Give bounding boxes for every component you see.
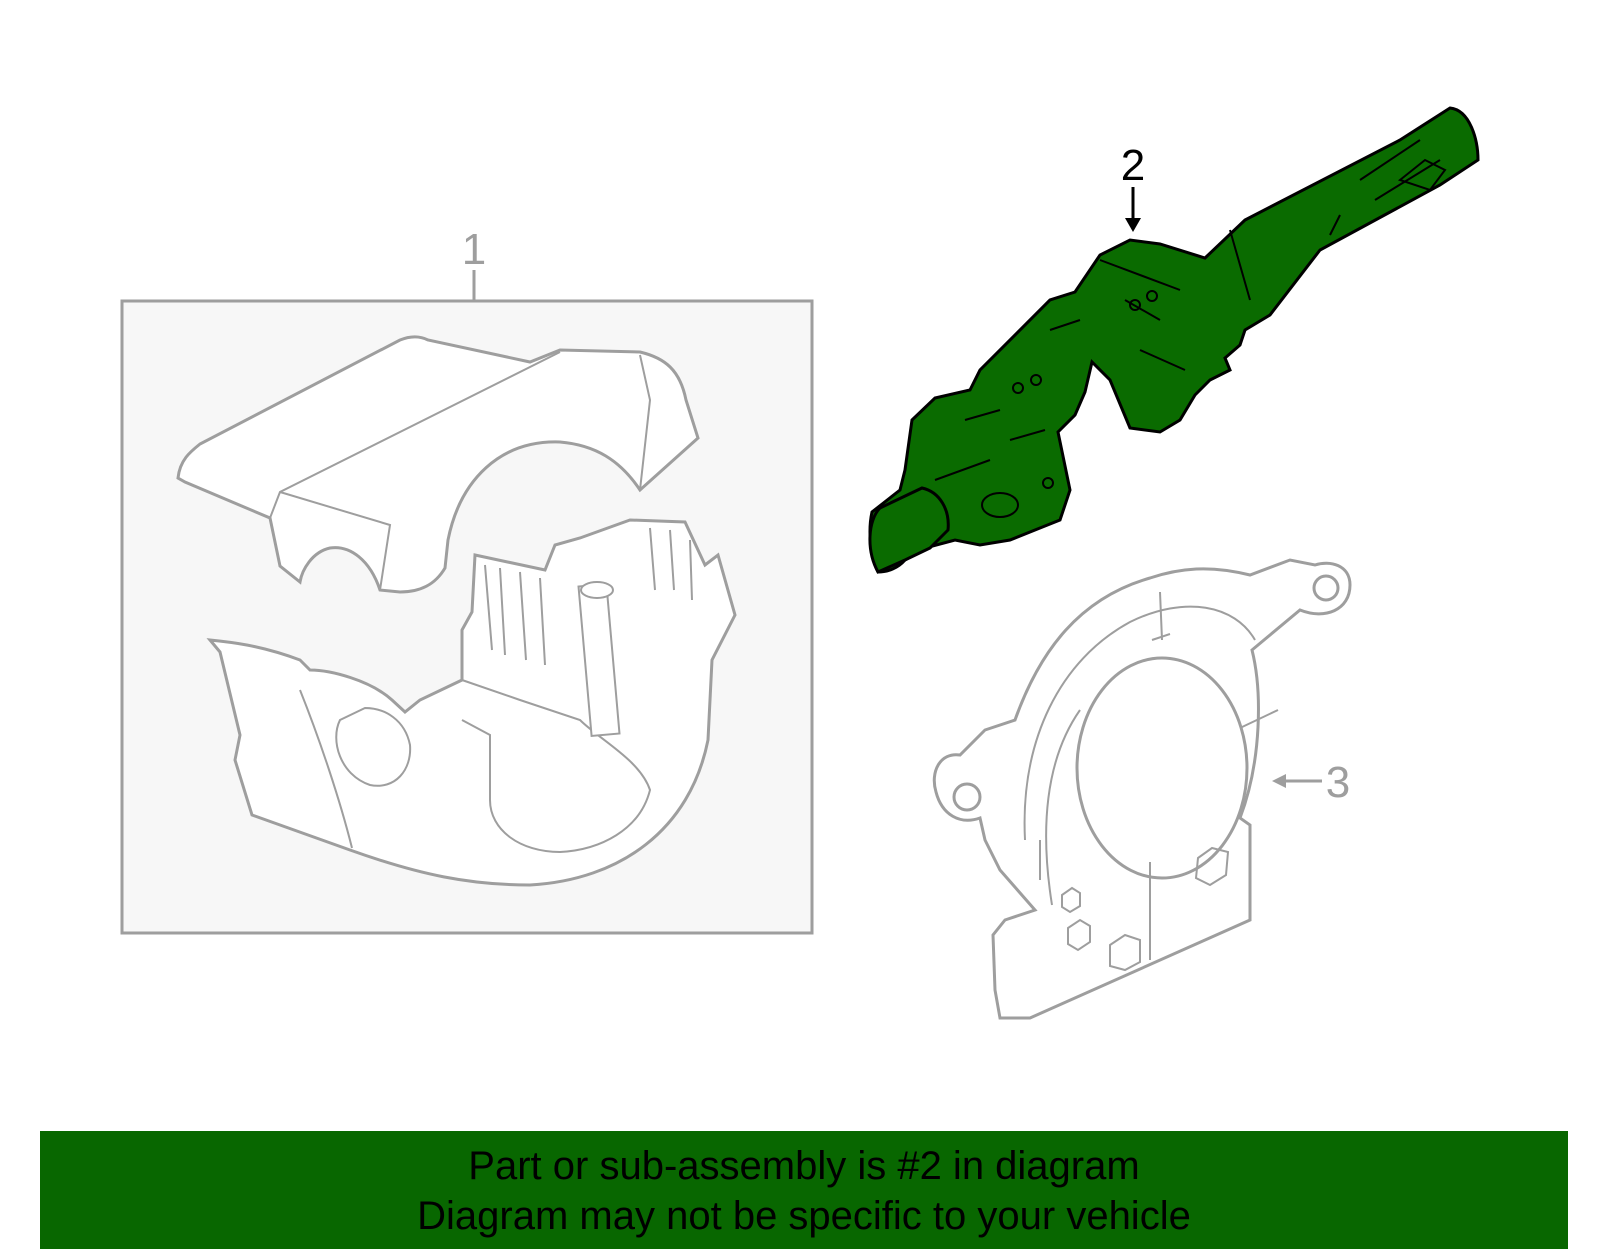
combination-switch-body: [868, 106, 1480, 574]
switch-hole-1: [1012, 382, 1024, 394]
part-2-combination-switch[interactable]: 2: [868, 106, 1480, 574]
clock-spring-rim: [1023, 605, 1256, 841]
banner-line-2: Diagram may not be specific to your vehi…: [417, 1194, 1191, 1238]
switch-hole-4: [1146, 290, 1158, 302]
lower-cover-skirt: [299, 689, 353, 849]
switch-body-details: [934, 259, 1186, 481]
clock-spring-mount-hole-right: [1312, 574, 1340, 602]
upper-cover-flank: [639, 354, 652, 491]
clock-spring-hex-3: [1067, 918, 1091, 952]
lower-cover-post-top: [580, 581, 614, 599]
part-1-column-covers[interactable]: 1: [120, 225, 814, 935]
clock-spring-hex-1: [1194, 846, 1230, 887]
clock-spring-bore: [1075, 656, 1249, 880]
clock-spring-hex-2: [1109, 933, 1141, 972]
switch-connector-boss: [981, 492, 1019, 518]
clock-spring-seams: [1039, 591, 1279, 960]
callout-2-label: 2: [1121, 141, 1145, 190]
info-banner: Part or sub-assembly is #2 in diagram Di…: [40, 1131, 1568, 1249]
lower-cover-ribs: [484, 527, 693, 666]
switch-stalk-left-knob: [868, 486, 950, 574]
clock-spring-hex-4: [1061, 886, 1081, 914]
upper-column-cover: [176, 335, 700, 594]
callout-3-arrowhead: [1272, 774, 1286, 788]
lower-cover-boss: [335, 706, 412, 787]
switch-hole-2: [1030, 374, 1042, 386]
switch-hole-5: [1042, 477, 1054, 489]
upper-cover-face: [279, 491, 392, 591]
clock-spring-mount-hole-left: [952, 782, 982, 812]
callout-1-label: 1: [462, 225, 486, 274]
part-3-clock-spring[interactable]: 3: [932, 558, 1352, 1020]
lower-cover-channel: [461, 679, 652, 854]
callout-2-arrowhead: [1125, 218, 1141, 232]
switch-stalk-right-detail: [1229, 139, 1447, 301]
banner-line-1: Part or sub-assembly is #2 in diagram: [468, 1144, 1140, 1188]
clock-spring-inner-rim: [1045, 709, 1081, 906]
callout-3-label: 3: [1326, 758, 1350, 807]
switch-hole-3: [1129, 299, 1141, 311]
